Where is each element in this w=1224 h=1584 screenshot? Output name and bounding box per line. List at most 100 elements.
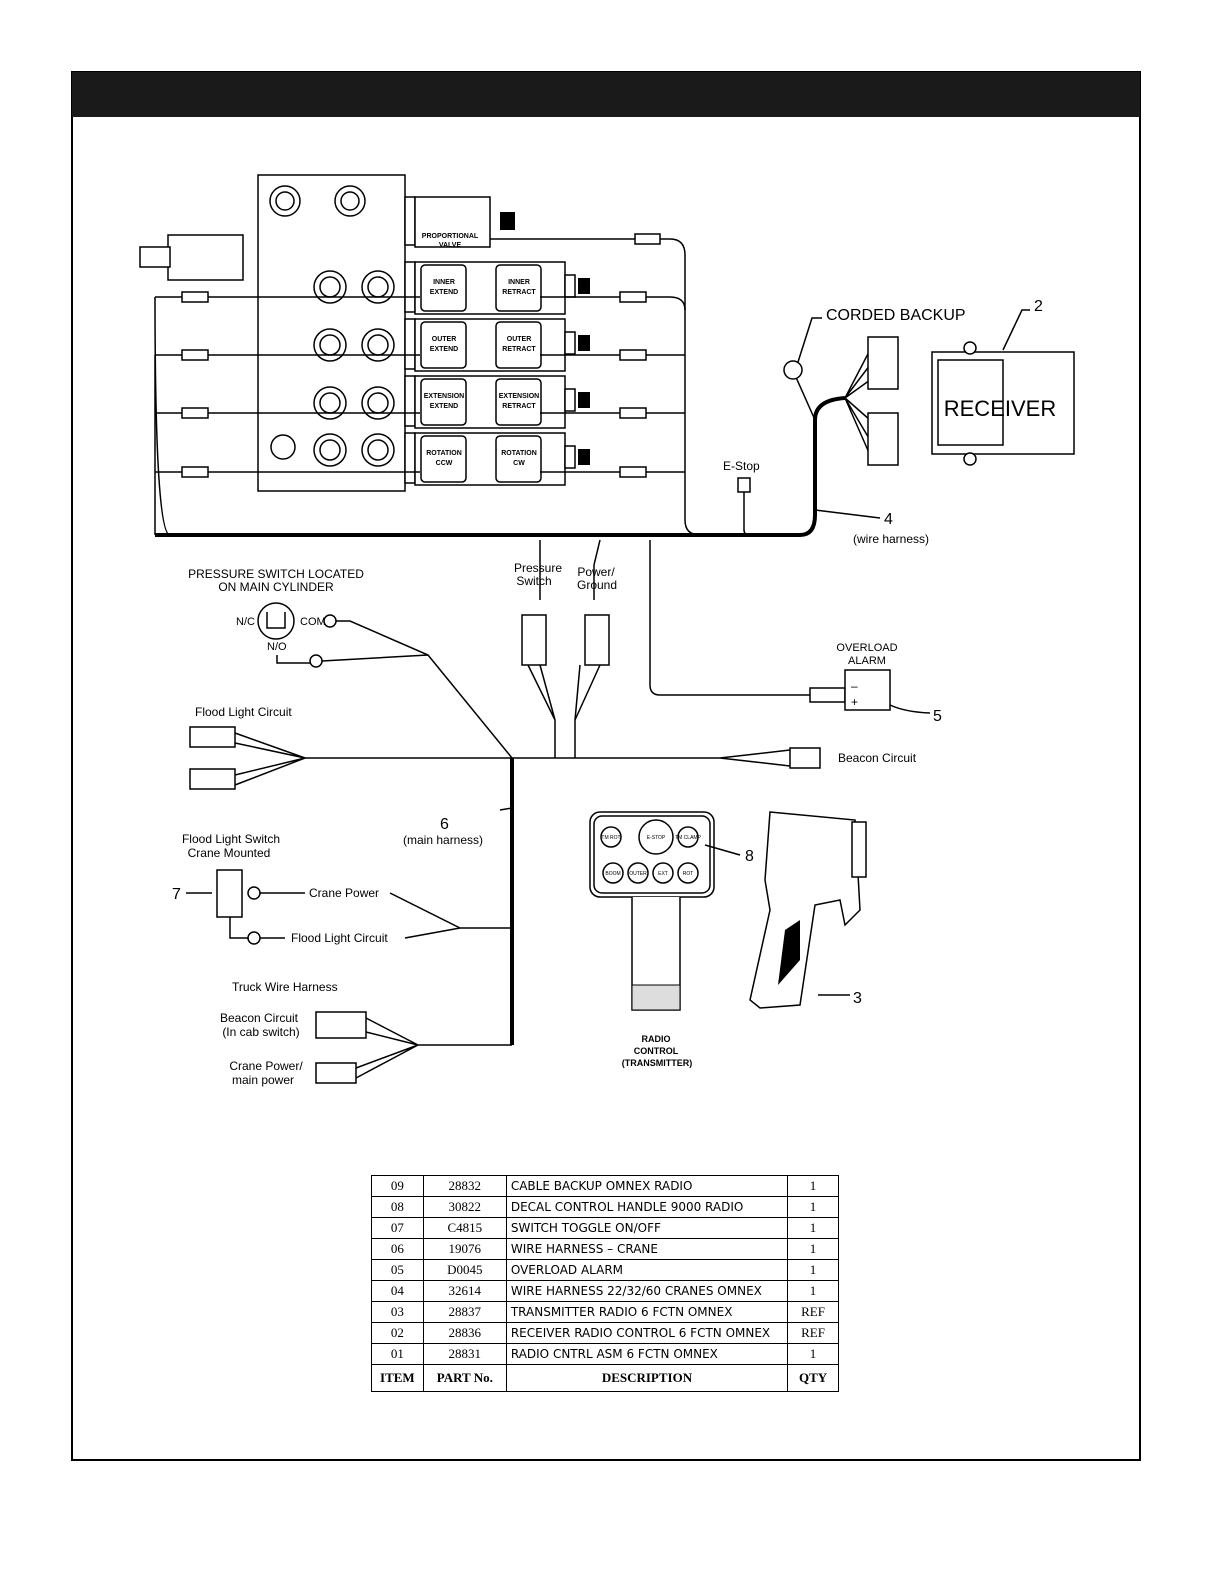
- cell-desc: WIRE HARNESS – CRANE: [505, 1238, 789, 1260]
- alarm-minus: –: [851, 679, 858, 693]
- receiver-plug-b: [867, 412, 899, 466]
- cell-item: 09: [371, 1175, 424, 1197]
- header-bar: [72, 72, 1140, 117]
- flood-light-switch-label: Flood Light Switch: [182, 832, 280, 846]
- cell-desc: CABLE BACKUP OMNEX RADIO: [505, 1175, 789, 1197]
- solenoid-label: INNER: [508, 279, 530, 286]
- flood-light-switch-label-2: Crane Mounted: [188, 846, 271, 860]
- truck-wire-harness-label: Truck Wire Harness: [232, 980, 338, 994]
- transmitter-button-outer[interactable]: [627, 862, 649, 884]
- flood-light-connector-2: [189, 768, 236, 790]
- solenoid-label: EXTEND: [430, 289, 458, 296]
- callout-4: 4: [884, 511, 893, 528]
- alarm-plus: +: [851, 695, 858, 709]
- estop-switch: [737, 477, 751, 493]
- solenoid-label: OUTER: [507, 336, 532, 343]
- pressure-switch-conn-label: Pressure: [514, 561, 562, 575]
- cell-item: 06: [371, 1238, 424, 1260]
- nc-label: N/C: [236, 616, 255, 628]
- transmitter-button-label: BOOM: [605, 871, 620, 877]
- cell-desc: RECEIVER RADIO CONTROL 6 FCTN OMNEX: [505, 1322, 789, 1344]
- header-qty: QTY: [787, 1364, 839, 1392]
- cell-desc: SWITCH TOGGLE ON/OFF: [505, 1217, 789, 1239]
- cell-qty: 1: [787, 1238, 839, 1260]
- crane-power-connector: [315, 1062, 357, 1084]
- flood-light-switch: [216, 869, 243, 918]
- transmitter-button-label: TM ROT: [601, 835, 620, 841]
- receiver: RECEIVER: [931, 341, 1075, 466]
- wire-harness-label: (wire harness): [853, 532, 929, 546]
- beacon-connector: [789, 747, 821, 769]
- crane-power-label: Crane Power: [309, 886, 379, 900]
- solenoid-label: INNER: [433, 279, 455, 286]
- callout-8: 8: [745, 848, 754, 865]
- cell-part: 32614: [422, 1280, 507, 1302]
- transmitter-button-tm-rot[interactable]: [600, 826, 622, 848]
- solenoid-label: EXTEND: [430, 403, 458, 410]
- cell-qty: 1: [787, 1343, 839, 1365]
- solenoid-label: ROTATION: [501, 450, 537, 457]
- cell-qty: 1: [787, 1196, 839, 1218]
- cell-qty: 1: [787, 1175, 839, 1197]
- cell-qty: 1: [787, 1217, 839, 1239]
- pressure-switch-conn-label-2: Switch: [516, 574, 551, 588]
- cell-item: 05: [371, 1259, 424, 1281]
- power-ground-label-2: Ground: [577, 578, 617, 592]
- header-part: PART No.: [422, 1364, 507, 1392]
- overload-alarm: [844, 669, 891, 711]
- valve-wires: [154, 233, 817, 537]
- cell-desc: TRANSMITTER RADIO 6 FCTN OMNEX: [505, 1301, 789, 1323]
- crane-main-power-label-2: main power: [232, 1073, 294, 1087]
- transmitter-button-tm-clamp[interactable]: [677, 826, 699, 848]
- receiver-label: RECEIVER: [944, 396, 1056, 421]
- power-ground-label: Power/: [577, 565, 615, 579]
- cell-qty: REF: [787, 1322, 839, 1344]
- pressure-switch-title: PRESSURE SWITCH LOCATED: [188, 567, 364, 581]
- solenoid-label: CCW: [436, 460, 453, 467]
- solenoid-label: RETRACT: [502, 346, 536, 353]
- transmitter-button-e-stop[interactable]: [638, 819, 674, 855]
- transmitter-button-rot[interactable]: [677, 862, 699, 884]
- cell-item: 07: [371, 1217, 424, 1239]
- cell-part: 28836: [422, 1322, 507, 1344]
- cell-desc: WIRE HARNESS 22/32/60 CRANES OMNEX: [505, 1280, 789, 1302]
- cell-item: 04: [371, 1280, 424, 1302]
- beacon-cab-label: Beacon Circuit: [220, 1011, 299, 1025]
- callout-5: 5: [933, 708, 942, 725]
- beacon-circuit-label: Beacon Circuit: [838, 751, 917, 765]
- header-desc: DESCRIPTION: [505, 1364, 789, 1392]
- pressure-switch-title-2: ON MAIN CYLINDER: [218, 580, 334, 594]
- receiver-plug-a: [867, 336, 899, 390]
- overload-alarm-label-2: ALARM: [848, 655, 886, 667]
- cell-qty: 1: [787, 1280, 839, 1302]
- cell-desc: OVERLOAD ALARM: [505, 1259, 789, 1281]
- transmitter-button-label: ROT: [683, 871, 694, 877]
- pressure-switch: [257, 602, 295, 640]
- callout-3: 3: [853, 990, 862, 1007]
- overload-alarm-label: OVERLOAD: [836, 642, 897, 654]
- main-harness-label: (main harness): [403, 833, 483, 847]
- cell-desc: DECAL CONTROL HANDLE 9000 RADIO: [505, 1196, 789, 1218]
- beacon-cab-label-2: (In cab switch): [222, 1025, 299, 1039]
- flood-light-circuit-label: Flood Light Circuit: [195, 705, 292, 719]
- transmitter-button-label: EXT: [658, 871, 668, 877]
- com-label: COM: [300, 616, 326, 628]
- wire-harness-4: [813, 396, 846, 515]
- cell-part: 28832: [422, 1175, 507, 1197]
- solenoid-label: EXTENSION: [424, 393, 464, 400]
- transmitter-button-ext[interactable]: [652, 862, 674, 884]
- estop-label: E-Stop: [723, 459, 760, 473]
- solenoid-label: ROTATION: [426, 450, 462, 457]
- transmitter-button-boom[interactable]: [602, 862, 624, 884]
- solenoid-label: RETRACT: [502, 403, 536, 410]
